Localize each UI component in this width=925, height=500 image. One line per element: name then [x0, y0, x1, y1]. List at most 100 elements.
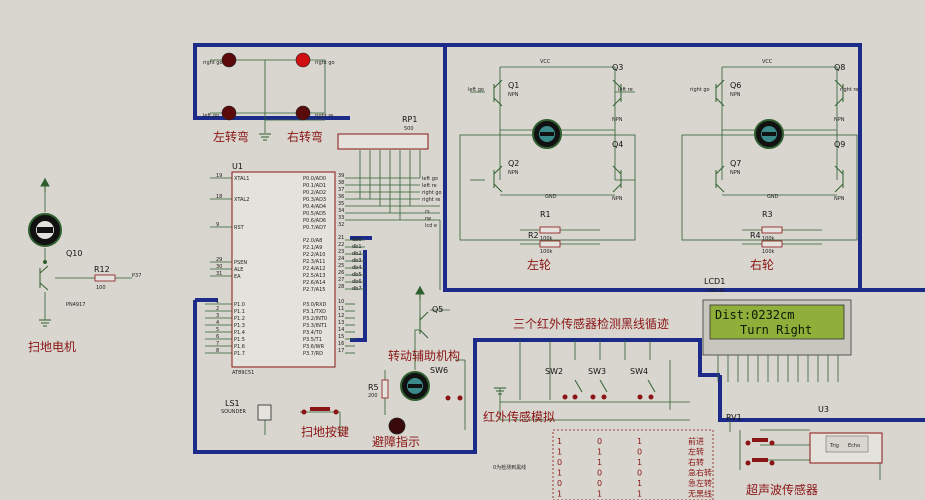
- rp1-value: 500: [404, 126, 414, 132]
- sw4-ref: SW4: [630, 367, 648, 376]
- ultrasonic-buttons: [745, 438, 775, 466]
- pin-number: 35: [338, 201, 344, 207]
- pin-number: 25: [338, 263, 344, 269]
- pin-name: RST: [234, 225, 245, 231]
- r12-resistor: [94, 274, 116, 282]
- pin-name: P0.4/AD4: [303, 204, 326, 210]
- pin-name: P0.3/AD3: [303, 197, 326, 203]
- pin-number: 21: [338, 235, 344, 241]
- pin-name: EA: [234, 274, 241, 280]
- motor-icon: [532, 119, 562, 149]
- sw6-ref: SW6: [430, 366, 448, 375]
- sw3-ref: SW3: [588, 367, 606, 376]
- pin-name: P0.5/AD5: [303, 211, 326, 217]
- bus-tag: db7: [352, 286, 362, 292]
- net-right-go: right go: [422, 190, 442, 196]
- pin-number: 13: [338, 320, 344, 326]
- pin-name: P3.4/T0: [303, 330, 322, 336]
- pin-number: 34: [338, 208, 344, 214]
- npn-tag: NPN: [834, 196, 845, 202]
- truth-table-cell: 0: [557, 479, 562, 488]
- q8-ref: Q8: [834, 63, 845, 72]
- right-wheel-label: 右轮: [750, 257, 774, 272]
- pin-name: P0.6/AD6: [303, 218, 326, 224]
- r2-ref: R2: [528, 231, 539, 240]
- power-arrow-icon: [415, 285, 425, 300]
- pin-name: P2.1/A9: [303, 245, 322, 251]
- lcd-line-2: Turn Right: [740, 323, 812, 337]
- sounder-section: LS1 SOUNDER 扫地按键: [221, 399, 349, 439]
- led-tag: right re: [315, 113, 333, 119]
- truth-table-action: 急右转: [688, 468, 712, 478]
- net-left-re: left re: [422, 183, 437, 189]
- sweep-button-label: 扫地按键: [301, 425, 349, 439]
- r-value: 100k: [762, 236, 775, 242]
- pin-name: P2.2/A10: [303, 252, 325, 258]
- pin-name: P2.6/A14: [303, 280, 325, 286]
- bus-tag: db0: [352, 237, 362, 243]
- pin-name: P2.0/A8: [303, 238, 322, 244]
- trig-pin: Trig: [829, 443, 839, 449]
- led-group: right go right go left go right re 左转弯 右…: [203, 52, 335, 144]
- sweep-motor-group: Q10 PN4917 R12 100 P37 扫地电机: [28, 177, 141, 354]
- pin-number: 10: [338, 299, 344, 305]
- ir-tracking-section: 三个红外传感器检测黑线循迹 SW2 SW3 SW4 红外传感模拟 0为检测到黑线…: [483, 316, 714, 500]
- gnd-label: GND: [767, 194, 779, 200]
- r4-ref: R4: [750, 231, 761, 240]
- pin-name: P3.6/WR: [303, 344, 325, 350]
- truth-table-cell: 1: [597, 448, 602, 457]
- r1-ref: R1: [540, 210, 551, 219]
- truth-table-cell: 0: [557, 458, 562, 467]
- pin-name: P1.5: [234, 337, 245, 343]
- pin-name: P1.3: [234, 323, 245, 329]
- truth-table-cell: 1: [557, 448, 562, 457]
- truth-table-cell: 0: [637, 469, 642, 478]
- pin-name: P0.0/AD0: [303, 176, 326, 182]
- u1-part: AT89C51: [232, 370, 254, 376]
- left-wheel-label: 左轮: [527, 257, 551, 272]
- npn-tag: NPN: [730, 170, 741, 176]
- pin-name: P2.3/A11: [303, 259, 325, 265]
- net-rs: rs: [425, 209, 430, 215]
- pin-number: 9: [216, 222, 219, 228]
- q7-ref: Q7: [730, 159, 741, 168]
- sw2-ref: SW2: [545, 367, 563, 376]
- npn-tag: NPN: [834, 117, 845, 123]
- ir-sim-label: 红外传感模拟: [483, 409, 555, 424]
- pin-number: 6: [216, 334, 219, 340]
- npn-tag: NPN: [508, 92, 519, 98]
- pin-number: 14: [338, 327, 344, 333]
- r5-resistor: [381, 379, 389, 399]
- pin-number: 4: [216, 320, 219, 326]
- pin-number: 19: [216, 173, 222, 179]
- net-lcd-e: lcd e: [425, 223, 437, 229]
- lcd-module: LCD1 LM016L Dist:0232cm Turn Right: [702, 277, 852, 356]
- power-arrow-icon: [40, 177, 50, 192]
- q6-ref: Q6: [730, 81, 741, 90]
- pin-number: 7: [216, 341, 219, 347]
- lcd-screen: [709, 304, 845, 340]
- pin-name: P1.7: [234, 351, 245, 357]
- npn-tag: NPN: [612, 196, 623, 202]
- pin-number: 26: [338, 270, 344, 276]
- truth-table-cell: 1: [637, 490, 642, 499]
- q5-ref: Q5: [432, 305, 443, 314]
- bus-tag: db2: [352, 251, 362, 257]
- net-right-re: right re: [422, 197, 440, 203]
- net-left-go: left go: [468, 87, 484, 93]
- ground-icon: [259, 133, 271, 141]
- pin-number: 2: [216, 306, 219, 312]
- truth-table-action: 无黑线: [688, 489, 712, 499]
- pin-number: 32: [338, 222, 344, 228]
- echo-pin: Echo: [848, 443, 860, 449]
- pin-number: 30: [216, 264, 222, 270]
- pin-name: P0.7/AD7: [303, 225, 326, 231]
- r12-value: 100: [96, 285, 106, 291]
- net-rw: rw: [425, 216, 431, 222]
- lcd-line-1: Dist:0232cm: [715, 308, 794, 322]
- pin-name: P3.3/INT1: [303, 323, 327, 329]
- bus-tag: db3: [352, 258, 362, 264]
- truth-table-cell: 0: [597, 437, 602, 446]
